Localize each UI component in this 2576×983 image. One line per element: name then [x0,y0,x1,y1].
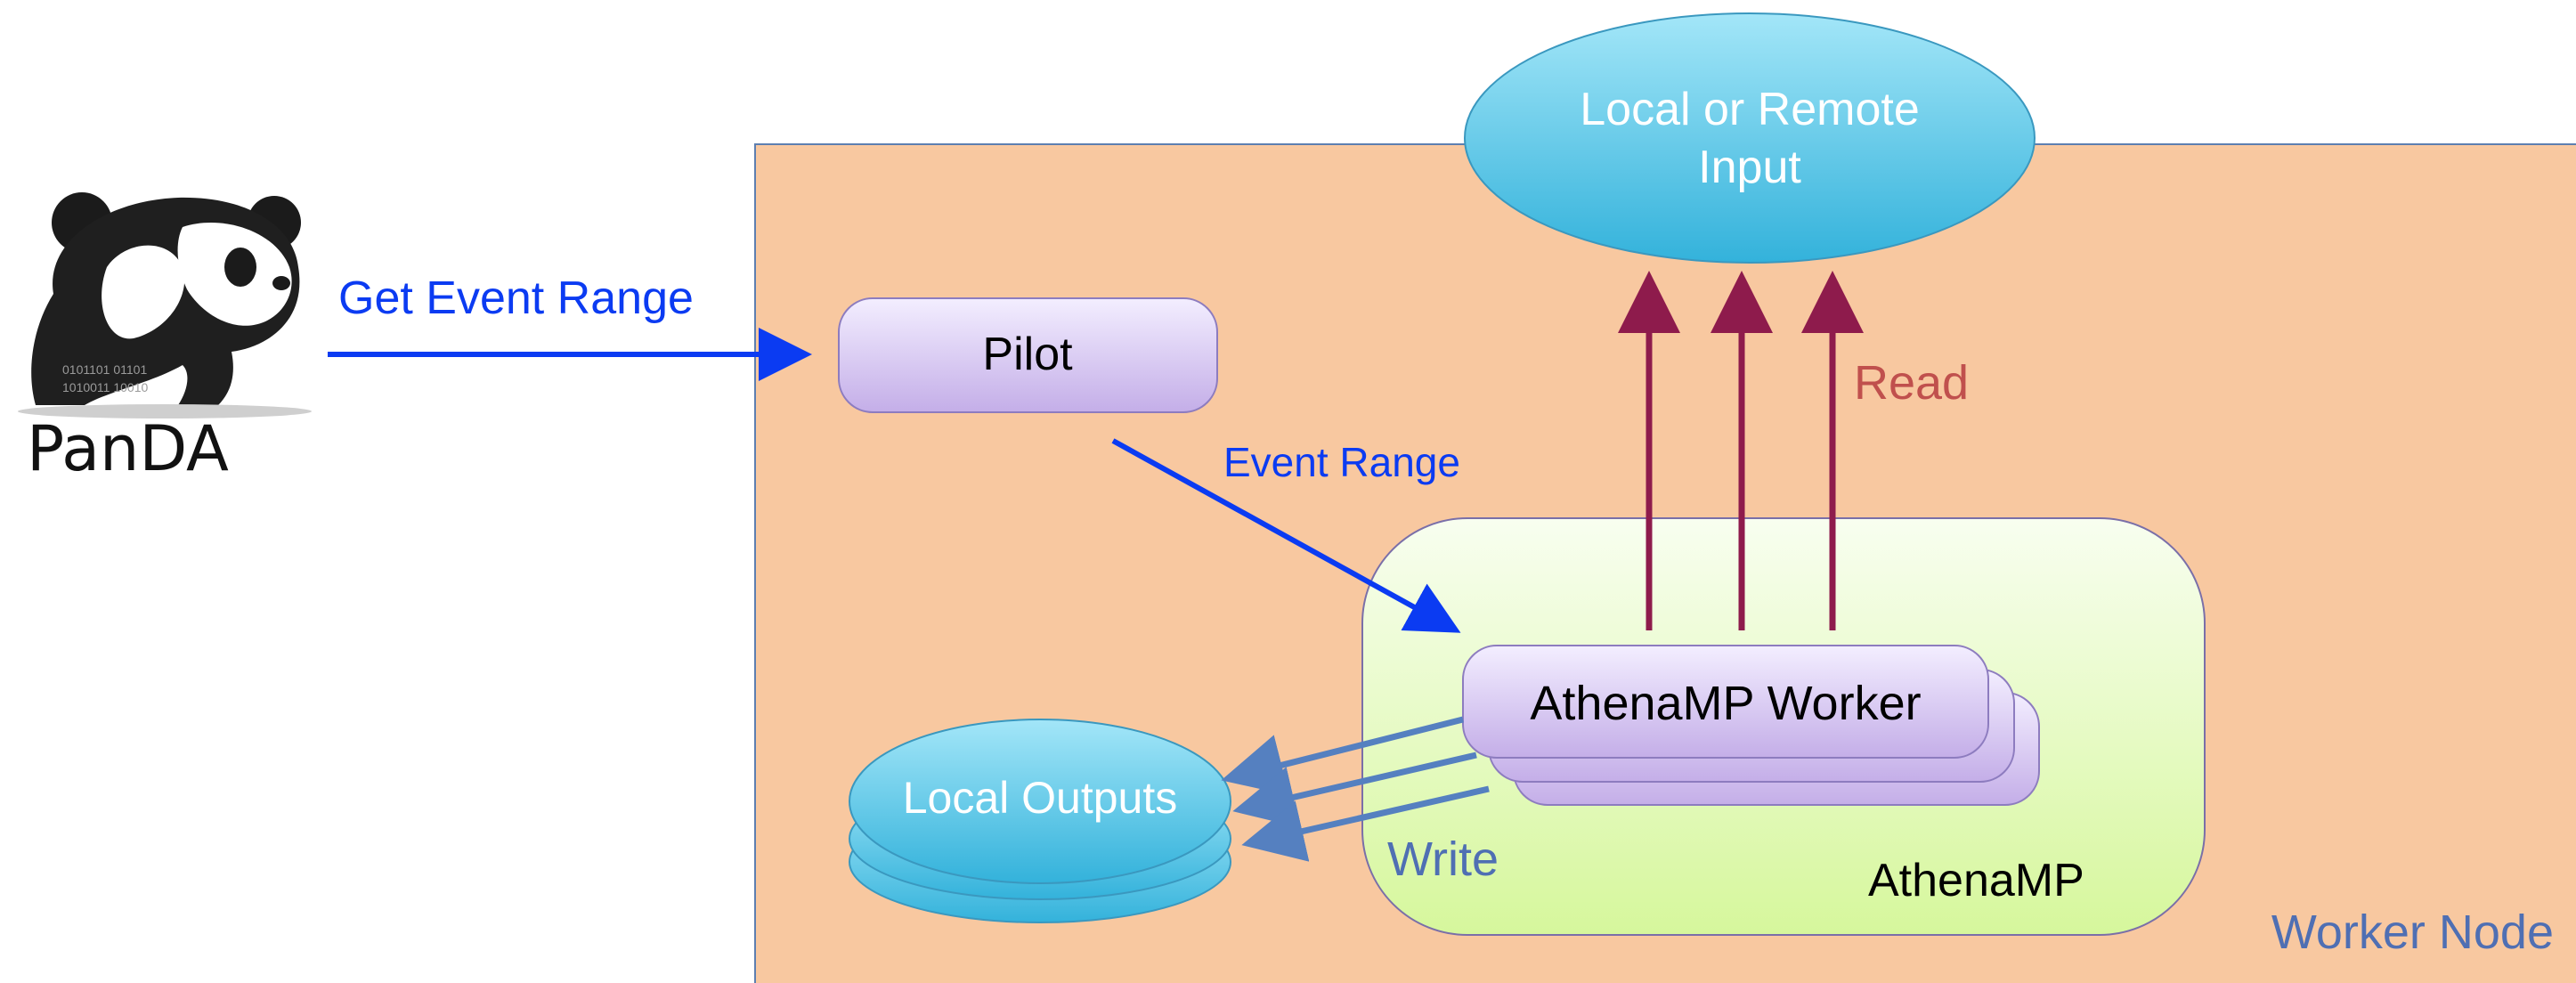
svg-text:1010011 10010: 1010011 10010 [62,380,148,394]
pilot-label: Pilot [982,329,1073,380]
event-range-arrow [1111,438,1461,633]
input-ellipse [1464,12,2036,264]
event-range-label: Event Range [1223,439,1460,485]
get-event-range-label: Get Event Range [338,272,694,324]
input-label-line1: Local or Remote [1580,84,1920,135]
athenamp-label: AthenaMP [1868,855,2084,906]
outputs-disk-top [849,719,1231,884]
write-label: Write [1387,833,1499,886]
pilot-box [838,297,1218,413]
write-arrow-2 [1232,751,1477,828]
worker-node-label: Worker Node [2271,906,2554,959]
worker-box-front [1462,645,1989,759]
write-arrow-3 [1241,785,1490,862]
input-label-line2: Input [1698,142,1801,193]
worker-label: AthenaMP Worker [1530,677,1921,730]
read-label: Read [1854,356,1969,410]
panda-logo: 0101101 01101 1010011 10010 PanDA [0,167,328,485]
local-outputs-label: Local Outputs [903,773,1178,823]
panda-wordmark: PanDA [27,412,229,485]
svg-text:0101101 01101: 0101101 01101 [62,362,147,377]
